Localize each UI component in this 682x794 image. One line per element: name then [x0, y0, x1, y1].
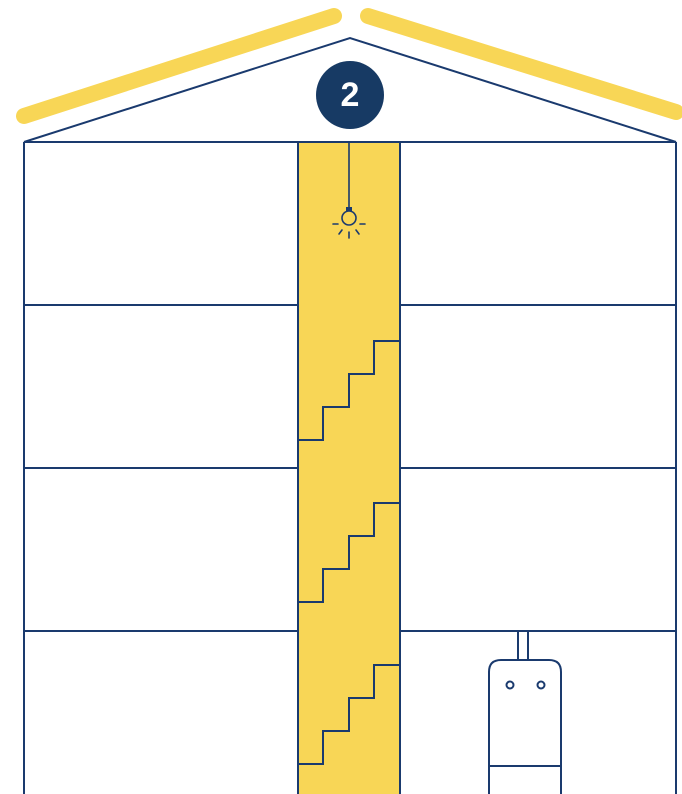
staircases	[298, 340, 400, 765]
roof-highlight-left	[16, 8, 342, 124]
roof-outline	[23, 36, 677, 143]
step-badge-number: 2	[341, 76, 360, 114]
staircase-upper	[298, 340, 400, 441]
roof-highlight	[16, 8, 682, 124]
stairwell	[298, 142, 400, 794]
step-badge-circle	[316, 61, 384, 129]
light-bulb-icon	[332, 141, 366, 239]
building-outline	[23, 141, 677, 794]
step-badge: 2	[316, 61, 384, 129]
boiler-icon	[488, 631, 562, 794]
roof-highlight-right	[360, 8, 682, 120]
staircase-middle	[298, 502, 400, 603]
staircase-lower	[298, 664, 400, 765]
